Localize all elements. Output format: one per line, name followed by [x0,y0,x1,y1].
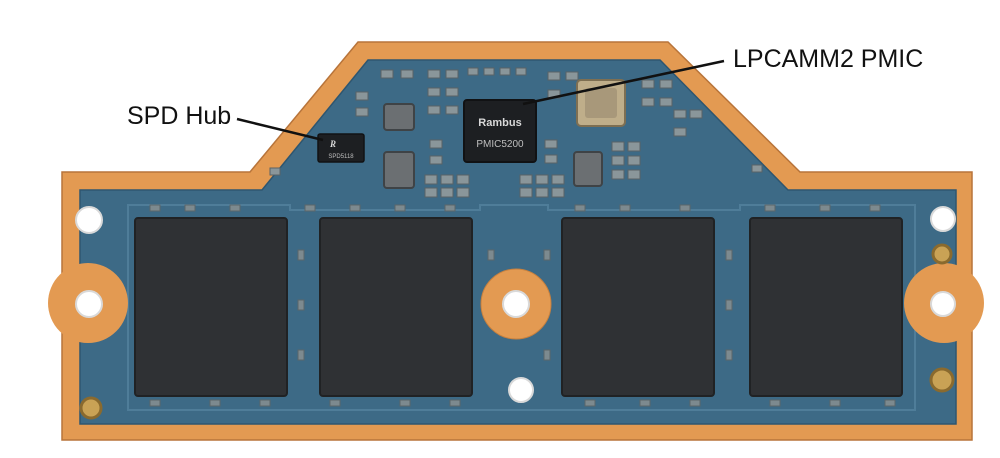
pmic-label: LPCAMM2 PMIC [733,45,924,73]
memory-chip-3 [561,217,715,397]
spd-chip-part: SPD5118 [328,154,354,160]
inductor-right-bottom [573,151,603,187]
spd-hub-chip [317,133,365,163]
hole-left-top [75,206,103,234]
hole-right-top [930,206,956,232]
spd-hub-label: SPD Hub [127,102,232,130]
gold-via-right-top [931,243,953,265]
memory-chip-2 [319,217,473,397]
inductor-left-bottom [383,151,415,189]
passive-components [149,204,896,407]
spd-hub-leader [236,117,324,142]
large-inductor-core [585,88,617,118]
inductor-left-top [383,103,415,131]
hole-right-mid [930,291,956,317]
pmic-brand: Rambus [478,117,521,129]
upper-passives [269,67,763,198]
hole-left-mid [75,290,103,318]
gold-via-right-bottom [929,367,955,393]
memory-chip-1 [134,217,288,397]
gold-via-left-bottom [79,396,103,420]
memory-chip-4 [749,217,903,397]
pcb-board [79,59,957,425]
pmic-leader [522,59,725,106]
hole-center-low [508,377,534,403]
hole-center [502,290,530,318]
pmic-chip [463,99,537,163]
spd-chip-mark: R [329,139,336,149]
memory-region-outline [127,204,916,411]
pmic-part-number: PMIC5200 [476,139,524,150]
